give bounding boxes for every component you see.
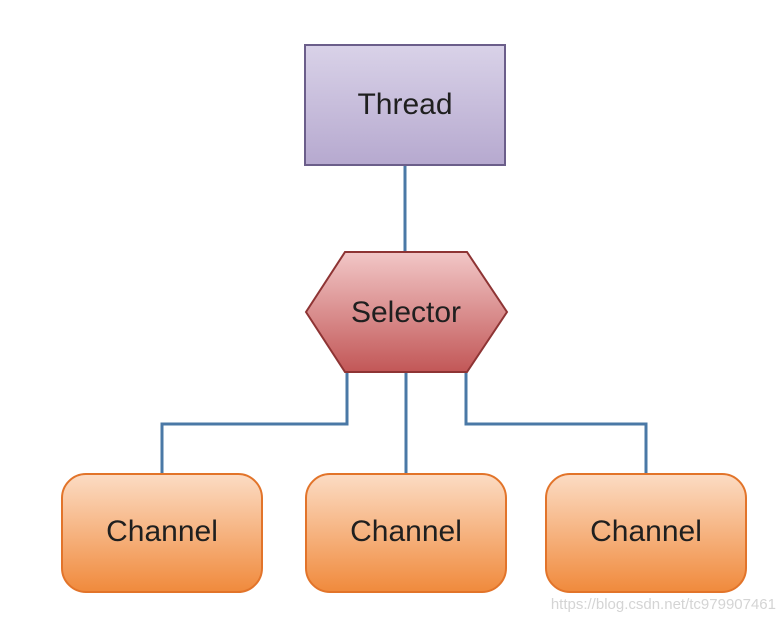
channel-label-3: Channel xyxy=(590,515,702,548)
selector-node: Selector xyxy=(304,251,509,373)
connector-selector-channel-1 xyxy=(160,372,349,474)
channel-box-2 xyxy=(305,473,507,593)
channel-box-3 xyxy=(545,473,747,593)
connector-selector-channel-3 xyxy=(464,372,648,474)
thread-box xyxy=(304,44,506,166)
channel-label-1: Channel xyxy=(106,515,218,548)
channel-box-1 xyxy=(61,473,263,593)
thread-node: Thread xyxy=(304,44,506,166)
channel-node-3: Channel xyxy=(545,473,747,593)
selector-label: Selector xyxy=(351,296,461,329)
channel-node-2: Channel xyxy=(305,473,507,593)
channel-label-2: Channel xyxy=(350,515,462,548)
connectors xyxy=(160,165,648,474)
selector-hexagon xyxy=(304,251,509,373)
thread-label: Thread xyxy=(357,88,452,121)
watermark-text: https://blog.csdn.net/tc979907461 xyxy=(551,596,776,613)
channel-node-1: Channel xyxy=(61,473,263,593)
